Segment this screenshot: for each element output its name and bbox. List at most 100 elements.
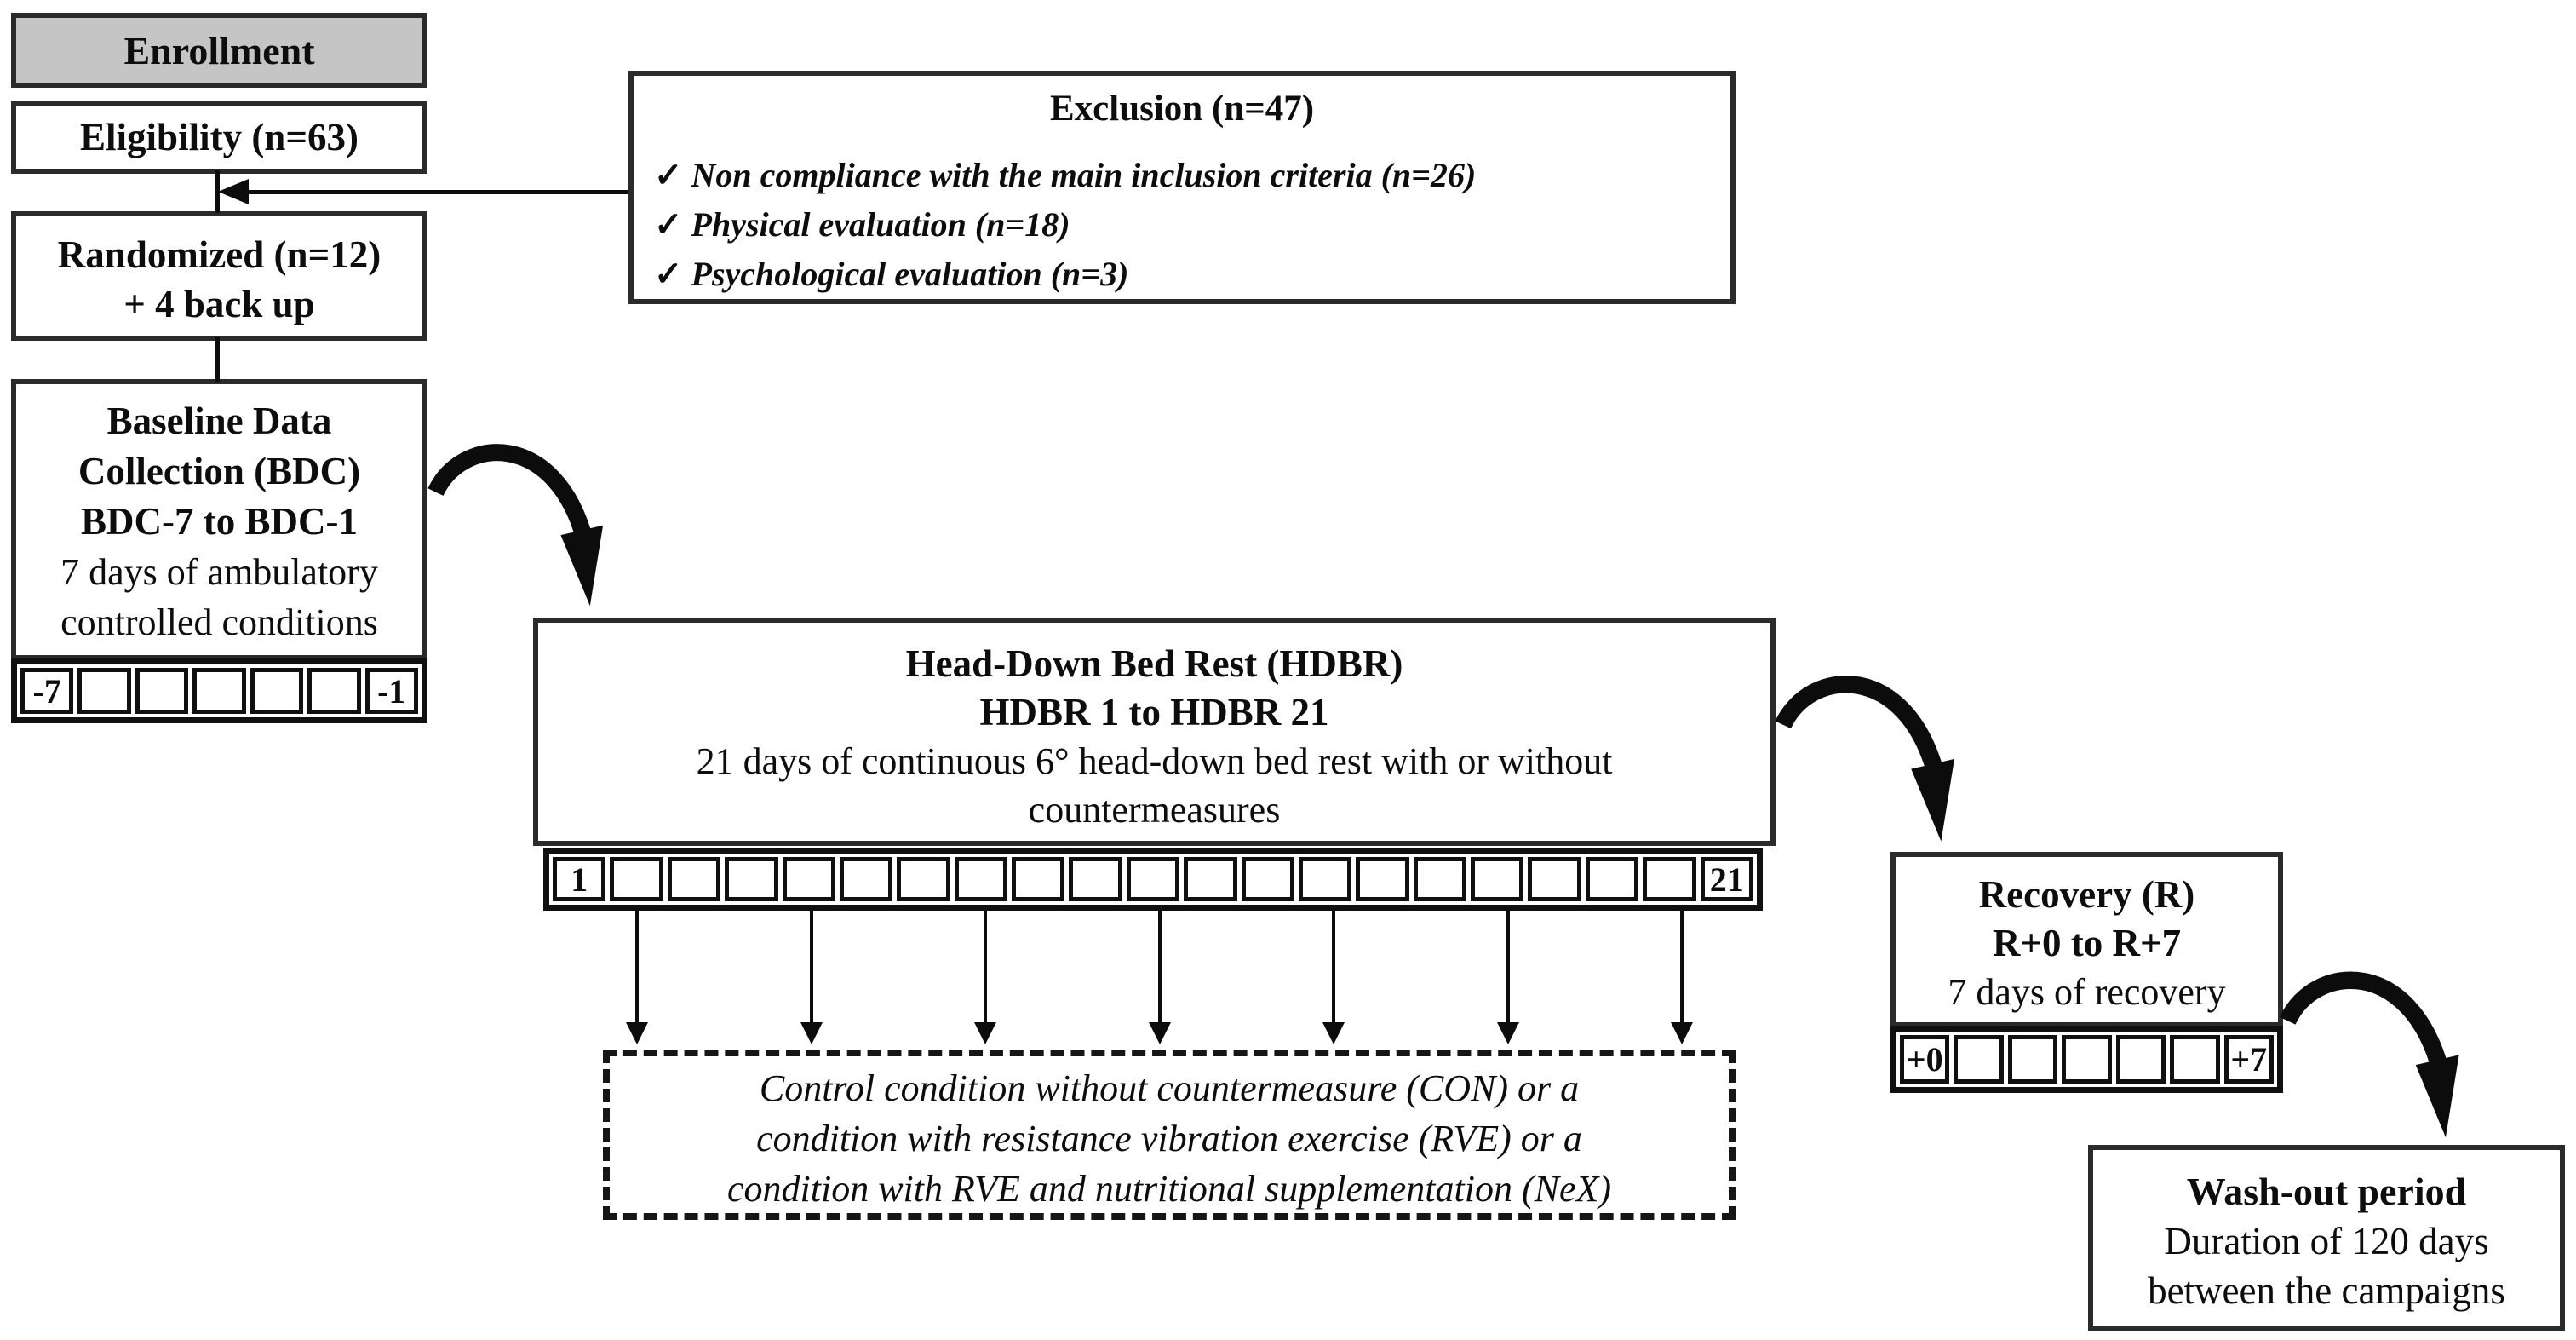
timeline-day-cell xyxy=(250,668,304,714)
timeline-day-cell xyxy=(1241,857,1294,901)
washout-title: Wash-out period xyxy=(2186,1170,2467,1213)
conditions-dashed-box: Control condition without countermeasure… xyxy=(603,1050,1736,1220)
arrow-head xyxy=(626,1022,648,1044)
exclusion-box: Exclusion (n=47) ✓Non compliance with th… xyxy=(628,71,1736,304)
timeline-day-cell xyxy=(2007,1035,2058,1084)
exclusion-items: ✓Non compliance with the main inclusion … xyxy=(634,151,1730,299)
baseline-to-hdbr-curved-arrow-icon xyxy=(427,444,604,607)
arrow-head xyxy=(1148,1022,1171,1044)
left-arrowhead-icon xyxy=(218,179,249,204)
checkmark-icon: ✓ xyxy=(654,205,683,244)
timeline-day-cell xyxy=(725,857,778,901)
arrow-shaft xyxy=(1157,910,1162,1024)
timeline-day-cell xyxy=(1012,857,1065,901)
checkmark-icon: ✓ xyxy=(654,156,683,194)
timeline-day-cell xyxy=(2062,1035,2112,1084)
washout-desc-2: between the campaigns xyxy=(2148,1269,2505,1312)
enrollment-label: Enrollment xyxy=(123,28,315,72)
exclusion-item: ✓Psychological evaluation (n=3) xyxy=(654,250,1730,299)
timeline-day-cell xyxy=(307,668,361,714)
conditions-line-3: condition with RVE and nutritional suppl… xyxy=(727,1168,1611,1210)
timeline-day-cell xyxy=(839,857,893,901)
eligibility-to-randomized-line xyxy=(215,170,220,213)
down-arrow-icon xyxy=(624,910,650,1048)
baseline-title-3: BDC-7 to BDC-1 xyxy=(81,500,358,543)
exclusion-item-text: Non compliance with the main inclusion c… xyxy=(691,156,1477,194)
timeline-day-cell xyxy=(610,857,663,901)
timeline-day-cell xyxy=(897,857,950,901)
recovery-to-washout-curved-arrow-icon xyxy=(2279,971,2459,1138)
timeline-day-cell: 21 xyxy=(1700,857,1753,901)
arrow-shaft xyxy=(1506,910,1510,1024)
baseline-box: Baseline Data Collection (BDC) BDC-7 to … xyxy=(11,379,427,660)
timeline-day-cell xyxy=(1413,857,1466,901)
hdbr-title-2: HDBR 1 to HDBR 21 xyxy=(979,691,1329,733)
hdbr-box: Head-Down Bed Rest (HDBR) HDBR 1 to HDBR… xyxy=(533,618,1776,846)
timeline-day-cell xyxy=(1528,857,1581,901)
exclusion-item-text: Physical evaluation (n=18) xyxy=(691,205,1070,244)
arrow-head xyxy=(800,1022,823,1044)
bdc-timeline-strip: -7 -1 xyxy=(11,658,427,723)
eligibility-label: Eligibility (n=63) xyxy=(80,116,359,158)
arrow-head xyxy=(974,1022,996,1044)
timeline-day-cell xyxy=(1298,857,1352,901)
randomized-line-1: Randomized (n=12) xyxy=(57,233,382,276)
baseline-desc-1: 7 days of ambulatory xyxy=(60,551,378,593)
down-arrow-icon xyxy=(1669,910,1695,1048)
timeline-day-cell xyxy=(135,668,189,714)
timeline-day-cell xyxy=(1069,857,1122,901)
randomized-box: Randomized (n=12) + 4 back up xyxy=(11,211,427,341)
timeline-day-cell xyxy=(1954,1035,2004,1084)
exclusion-item-text: Psychological evaluation (n=3) xyxy=(691,255,1129,293)
exclusion-item: ✓Non compliance with the main inclusion … xyxy=(654,151,1730,200)
enrollment-box: Enrollment xyxy=(11,13,427,88)
down-arrow-icon xyxy=(1495,910,1521,1048)
arrow-shaft xyxy=(1680,910,1684,1024)
conditions-line-1: Control condition without countermeasure… xyxy=(759,1067,1580,1109)
timeline-day-cell xyxy=(2115,1035,2166,1084)
timeline-day-cell: -1 xyxy=(364,668,418,714)
timeline-day-cell xyxy=(2170,1035,2220,1084)
recovery-title-1: Recovery (R) xyxy=(1978,873,2195,916)
timeline-day-cell: +7 xyxy=(2223,1035,2274,1084)
arrow-head xyxy=(1322,1022,1345,1044)
timeline-day-cell xyxy=(1585,857,1639,901)
baseline-title-1: Baseline Data xyxy=(106,400,332,442)
arrow-shaft xyxy=(1332,910,1335,1024)
baseline-desc-2: controlled conditions xyxy=(60,601,378,643)
checkmark-icon: ✓ xyxy=(654,255,683,293)
timeline-day-cell xyxy=(667,857,721,901)
arrow-head xyxy=(1671,1022,1693,1044)
timeline-day-cell: +0 xyxy=(1900,1035,1950,1084)
hdbr-to-conditions-arrows xyxy=(624,910,1695,1048)
timeline-day-cell xyxy=(1184,857,1237,901)
exclusion-item: ✓Physical evaluation (n=18) xyxy=(654,200,1730,250)
timeline-day-cell: -7 xyxy=(20,668,74,714)
hdbr-to-recovery-curved-arrow-icon xyxy=(1775,676,1955,842)
timeline-day-cell xyxy=(954,857,1007,901)
hdbr-title-1: Head-Down Bed Rest (HDBR) xyxy=(905,642,1403,685)
timeline-day-cell xyxy=(782,857,835,901)
randomized-to-baseline-line xyxy=(215,337,220,382)
arrow-head xyxy=(1496,1022,1519,1044)
recovery-title-2: R+0 to R+7 xyxy=(1992,922,2182,964)
down-arrow-icon xyxy=(799,910,824,1048)
recovery-desc-1: 7 days of recovery xyxy=(1948,971,2226,1013)
timeline-day-cell xyxy=(1126,857,1180,901)
down-arrow-icon xyxy=(972,910,998,1048)
exclusion-to-flow-line xyxy=(238,190,628,194)
down-arrow-icon xyxy=(1147,910,1173,1048)
eligibility-box: Eligibility (n=63) xyxy=(11,101,427,174)
conditions-line-2: condition with resistance vibration exer… xyxy=(756,1118,1582,1159)
timeline-day-cell xyxy=(1643,857,1696,901)
timeline-day-cell xyxy=(192,668,246,714)
arrow-shaft xyxy=(809,910,813,1024)
hdbr-desc-2: countermeasures xyxy=(1028,789,1281,831)
timeline-day-cell xyxy=(1356,857,1409,901)
baseline-title-2: Collection (BDC) xyxy=(77,450,361,492)
exclusion-title: Exclusion (n=47) xyxy=(1049,89,1315,129)
randomized-line-2: + 4 back up xyxy=(123,283,315,325)
washout-box: Wash-out period Duration of 120 days bet… xyxy=(2088,1145,2565,1331)
